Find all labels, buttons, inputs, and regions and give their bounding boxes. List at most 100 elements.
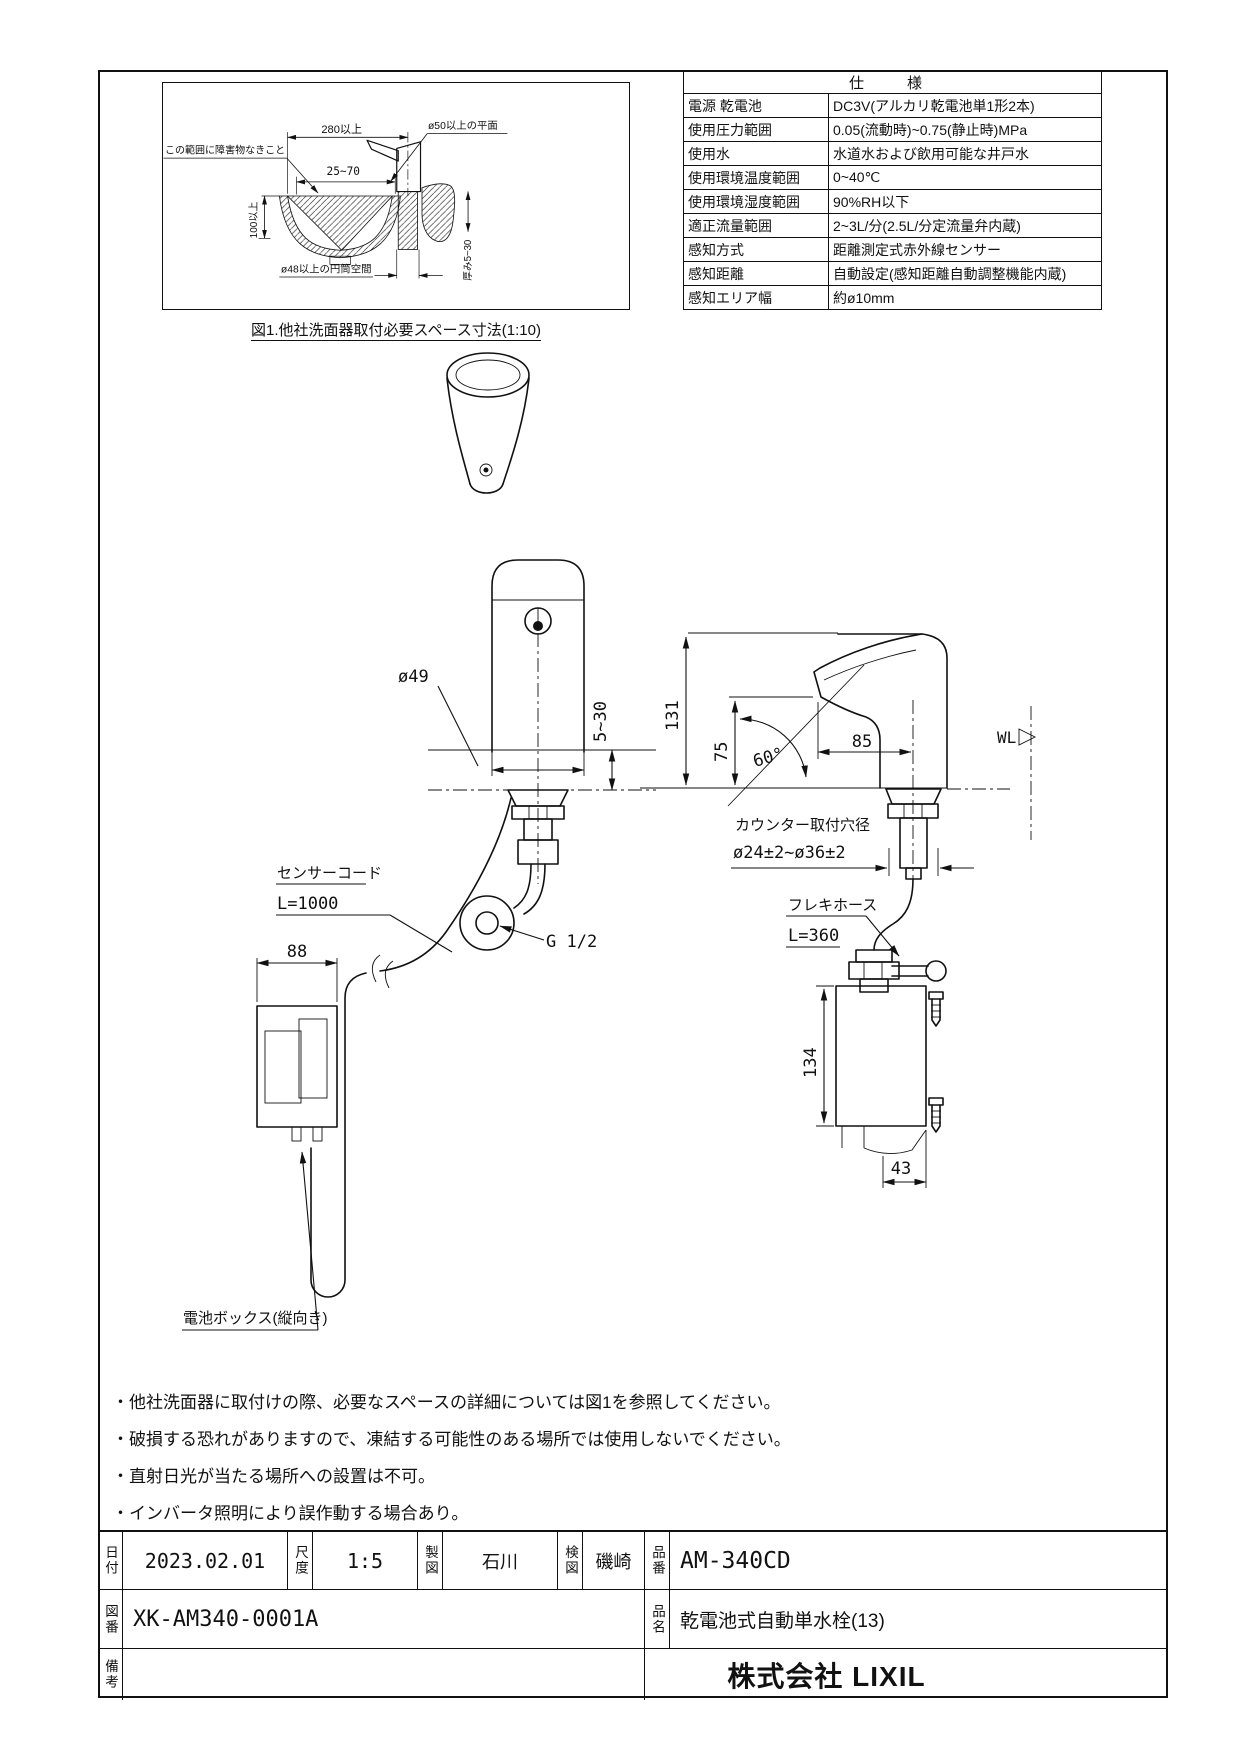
faucet-side-view: [640, 632, 1010, 993]
scale-label: 尺度: [293, 1545, 308, 1576]
spec-value: 距離測定式赤外線センサー: [828, 237, 1102, 262]
cord-labels: センサーコード L=1000: [276, 865, 453, 953]
title-block: 日付 2023.02.01 尺度 1:5 製図 石川 検図 磯崎 品番 AM-3…: [98, 1530, 1168, 1700]
note-line: ・直射日光が当たる場所への設置は不可。: [112, 1467, 435, 1486]
spec-label: 使用圧力範囲: [683, 117, 829, 142]
flex-hose-length: L=360: [788, 926, 839, 946]
figure1-border: [162, 82, 630, 310]
spec-label: 適正流量範囲: [683, 213, 829, 238]
spec-value: DC3V(アルカリ乾電池単1形2本): [828, 93, 1102, 118]
remarks-label-cell: 備考: [98, 1649, 123, 1700]
battery-box-side: 134 43: [801, 985, 944, 1188]
spec-label: 感知方式: [683, 237, 829, 262]
dim-60deg: 60°: [751, 744, 786, 772]
water-line-label: WL: [997, 728, 1016, 747]
remarks-label: 備考: [103, 1659, 118, 1690]
checker-value: 磯崎: [583, 1532, 645, 1590]
spec-value: 90%RH以下: [828, 189, 1102, 214]
spec-value: 2~3L/分(2.5L/分定流量弁内蔵): [828, 213, 1102, 238]
sheet-frame: [98, 70, 1168, 1698]
fig1-dim-100: 100以上: [248, 202, 260, 239]
spec-label: 使用環境湿度範囲: [683, 189, 829, 214]
checker-label-cell: 検図: [558, 1532, 583, 1590]
sensor-cord-length: L=1000: [277, 894, 338, 914]
fig1-dim-280: 280以上: [321, 123, 362, 136]
notes-list: ・他社洗面器に取付けの際、必要なスペースの詳細については図1を参照してください。…: [112, 1384, 1052, 1532]
table-row: 感知方式距離測定式赤外線センサー: [683, 237, 1102, 262]
thread-size-label: G 1/2: [546, 932, 597, 952]
drafter-label-cell: 製図: [418, 1532, 443, 1590]
fig1-dim-plane50: ø50以上の平面: [428, 120, 498, 132]
spec-label: 感知距離: [683, 261, 829, 286]
table-row: 感知距離自動設定(感知距離自動調整機能内蔵): [683, 261, 1102, 286]
scale-value: 1:5: [313, 1532, 418, 1590]
dim-75: 75: [712, 742, 732, 762]
note-line: ・破損する恐れがありますので、凍結する可能性のある場所では使用しないでください。: [112, 1430, 791, 1449]
company-logo: 株式会社 LIXIL: [727, 1660, 926, 1692]
side-view-dimensions: 131 75 60° 85 WL カウンター取付穴径 ø24±2~ø36±2 フ…: [663, 636, 1037, 957]
spec-value: 0.05(流動時)~0.75(静止時)MPa: [828, 117, 1102, 142]
spec-label: 使用環境温度範囲: [683, 165, 829, 190]
dim-85: 85: [852, 732, 872, 752]
spec-label: 電源 乾電池: [683, 93, 829, 118]
spec-value: 0~40℃: [828, 165, 1102, 190]
dim-dia49: ø49: [398, 667, 429, 687]
date-value: 2023.02.01: [123, 1532, 288, 1590]
note-line: ・他社洗面器に取付けの際、必要なスペースの詳細については図1を参照してください。: [112, 1393, 781, 1412]
counter-hole-dim: ø24±2~ø36±2: [733, 843, 846, 863]
figure1-caption: 図1.他社洗面器取付必要スペース寸法(1:10): [251, 322, 541, 341]
table-row: 使用水水道水および飲用可能な井戸水: [683, 141, 1102, 166]
front-view-dimensions: ø49 5~30 G 1/2: [398, 667, 616, 952]
table-row: 感知エリア幅約ø10mm: [683, 285, 1102, 310]
dim-88: 88: [287, 942, 307, 962]
part-no-label: 品番: [650, 1545, 665, 1576]
remarks-value: [123, 1649, 645, 1700]
flex-hose-label: フレキホース: [788, 897, 877, 914]
checker-label: 検図: [563, 1545, 578, 1576]
note-line: ・インバータ照明により誤作動する場合あり。: [112, 1504, 469, 1523]
dim-5-30: 5~30: [591, 701, 611, 742]
counter-hole-label: カウンター取付穴径: [735, 817, 870, 834]
fig1-basin: [261, 195, 401, 265]
part-no-label-cell: 品番: [645, 1532, 670, 1590]
product-name-value: 乾電池式自動単水栓(13): [670, 1590, 1168, 1649]
faucet-front-view: [428, 559, 656, 951]
drafter-value: 石川: [443, 1532, 558, 1590]
main-drawing: ø49 5~30 G 1/2 88 電池ボックス: [182, 352, 1037, 1331]
figure1-drawing: この範囲に障害物なきこと 280以上 ø50以上の平面 25~70 100以上 …: [163, 120, 508, 281]
fig1-dim-thickness: 厚み5~30: [463, 240, 474, 281]
spec-table-title: 仕 様: [683, 71, 1102, 94]
fig1-dim-cyl48: ø48以上の円筒空間: [281, 263, 372, 276]
fig1-dim-25-70: 25~70: [327, 165, 361, 178]
dim-134: 134: [801, 1047, 821, 1078]
fig1-dimensions: この範囲に障害物なきこと 280以上 ø50以上の平面 25~70 100以上 …: [163, 120, 508, 281]
part-no-value: AM-340CD: [670, 1532, 1168, 1590]
battery-box-label: 電池ボックス(縦向き): [183, 1310, 328, 1327]
date-label-cell: 日付: [98, 1532, 123, 1590]
scale-label-cell: 尺度: [288, 1532, 313, 1590]
dim-131: 131: [663, 700, 683, 731]
sensor-cord-label: センサーコード: [277, 865, 382, 882]
dwg-no-label-cell: 図番: [98, 1590, 123, 1649]
spec-value: 水道水および飲用可能な井戸水: [828, 141, 1102, 166]
drafter-label: 製図: [423, 1545, 438, 1576]
spec-label: 感知エリア幅: [683, 285, 829, 310]
date-label: 日付: [103, 1545, 118, 1576]
product-name-label-cell: 品名: [645, 1590, 670, 1649]
spec-value: 自動設定(感知距離自動調整機能内蔵): [828, 261, 1102, 286]
fig1-faucet: [366, 139, 456, 250]
battery-box-front: 88 電池ボックス(縦向き): [182, 942, 338, 1331]
dwg-no-label: 図番: [103, 1603, 118, 1635]
spec-label: 使用水: [683, 141, 829, 166]
dim-43: 43: [891, 1159, 911, 1179]
product-name-label: 品名: [650, 1603, 665, 1635]
spout-perspective-view: [446, 352, 530, 494]
fig1-no-obstacle-label: この範囲に障害物なきこと: [165, 144, 285, 157]
